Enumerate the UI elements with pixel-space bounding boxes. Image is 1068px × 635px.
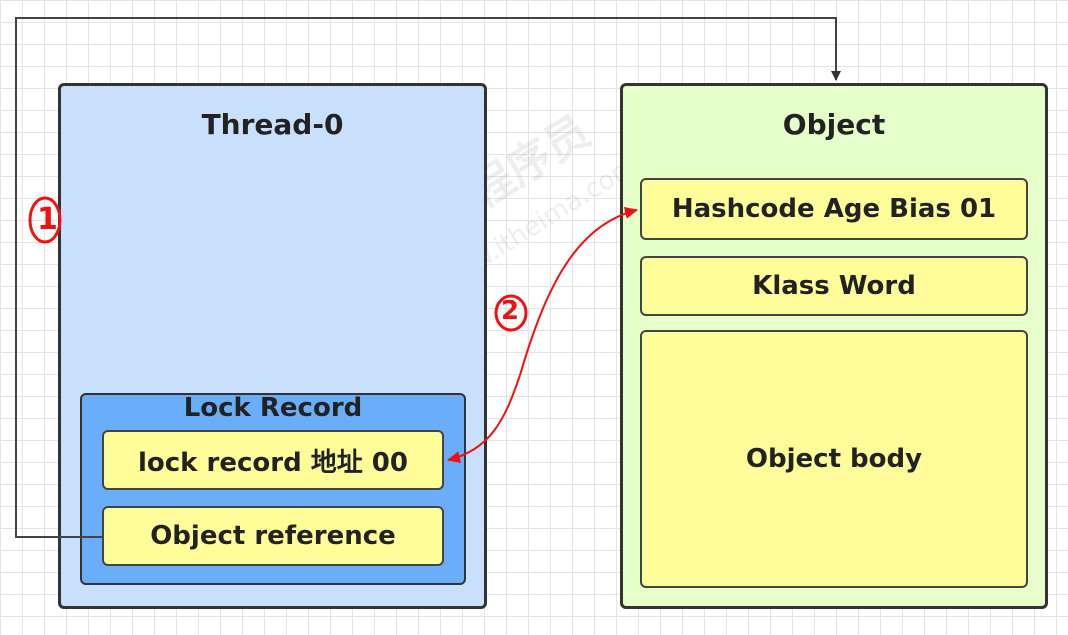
object-title: Object	[782, 108, 886, 141]
object-reference-field: Object reference	[102, 506, 444, 566]
reference-connector-line	[15, 17, 841, 538]
klass-word-field: Klass Word	[640, 256, 1028, 316]
step1-label: 1	[37, 202, 58, 237]
lock-record-address-field: lock record 地址 00	[102, 430, 444, 490]
lock-record-title: Lock Record	[183, 393, 363, 423]
thread-title: Thread-0	[201, 108, 344, 141]
cas-swap-arrow-to-lock-record	[447, 374, 521, 464]
object-body-field: Object body	[640, 330, 1028, 588]
step2-label: 2	[501, 296, 520, 326]
cas-swap-arrow-to-mark-word	[519, 207, 638, 376]
mark-word-field: Hashcode Age Bias 01	[640, 178, 1028, 240]
step1-circle	[28, 196, 62, 244]
step2-circle	[494, 294, 528, 332]
